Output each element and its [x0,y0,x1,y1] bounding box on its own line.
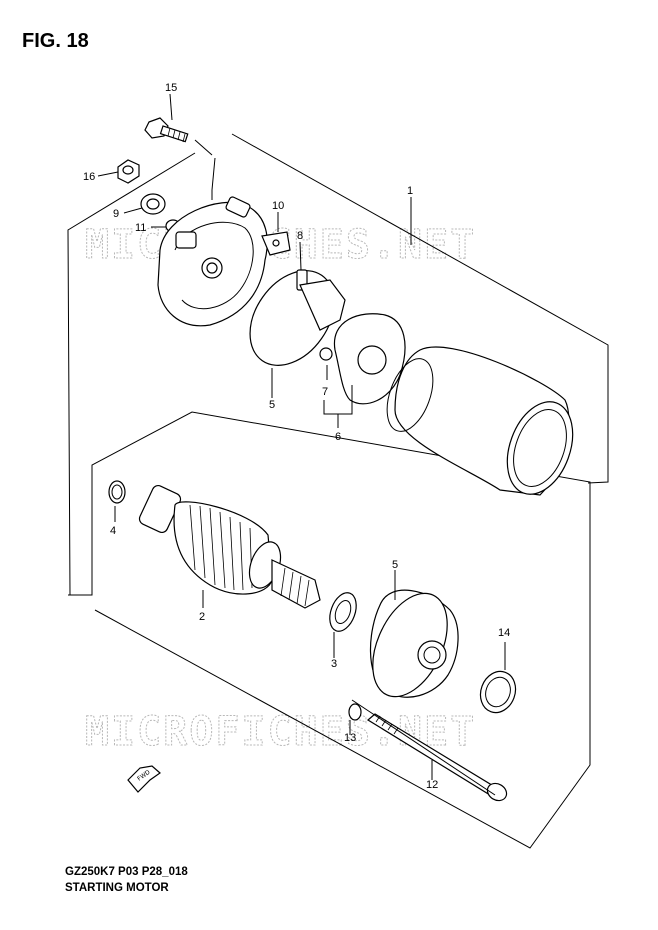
callout-12: 12 [426,779,438,791]
callout-1: 1 [407,185,413,197]
o-ring-4 [108,480,126,504]
seal-9 [140,193,166,215]
callout-16: 16 [83,171,95,183]
front-housing [369,589,459,698]
callout-6: 6 [335,431,341,443]
callout-10: 10 [272,200,284,212]
callout-2: 2 [199,611,205,623]
callout-7: 7 [322,386,328,398]
assembly-outline-lower [68,411,591,849]
brush-holder-assembly [296,269,406,405]
callout-4: 4 [110,525,116,537]
watermark-bottom: MICROFICHES.NET [85,709,476,755]
motor-case-1 [386,346,574,496]
armature-2 [138,485,321,609]
callout-3: 3 [331,658,337,670]
assembly-outline-upper [67,152,196,596]
figure-title: FIG. 18 [22,30,89,52]
bolt-15 [144,117,213,156]
model-code: GZ250K7 P03 P28_018 [65,866,188,878]
fwd-arrow-icon: FWD [127,765,161,793]
callout-14: 14 [498,627,510,639]
terminal-10 [261,231,291,256]
callout-15: 15 [165,82,177,94]
callout-11: 11 [135,222,146,234]
end-cover-housing [157,157,268,327]
callout-5-bottom: 5 [392,559,398,571]
oil-seal-3 [329,592,357,632]
assembly-outline-upper-right [231,133,609,484]
callout-5-top: 5 [269,399,275,411]
nut-16 [117,159,140,184]
callout-8: 8 [297,230,303,242]
leader-lines [97,93,506,780]
callout-13: 13 [344,732,356,744]
callout-9: 9 [113,208,119,220]
diagram-name: STARTING MOTOR [65,882,169,894]
o-ring-13 [348,703,362,721]
through-bolt-12 [351,699,508,802]
o-ring-14 [479,670,517,714]
